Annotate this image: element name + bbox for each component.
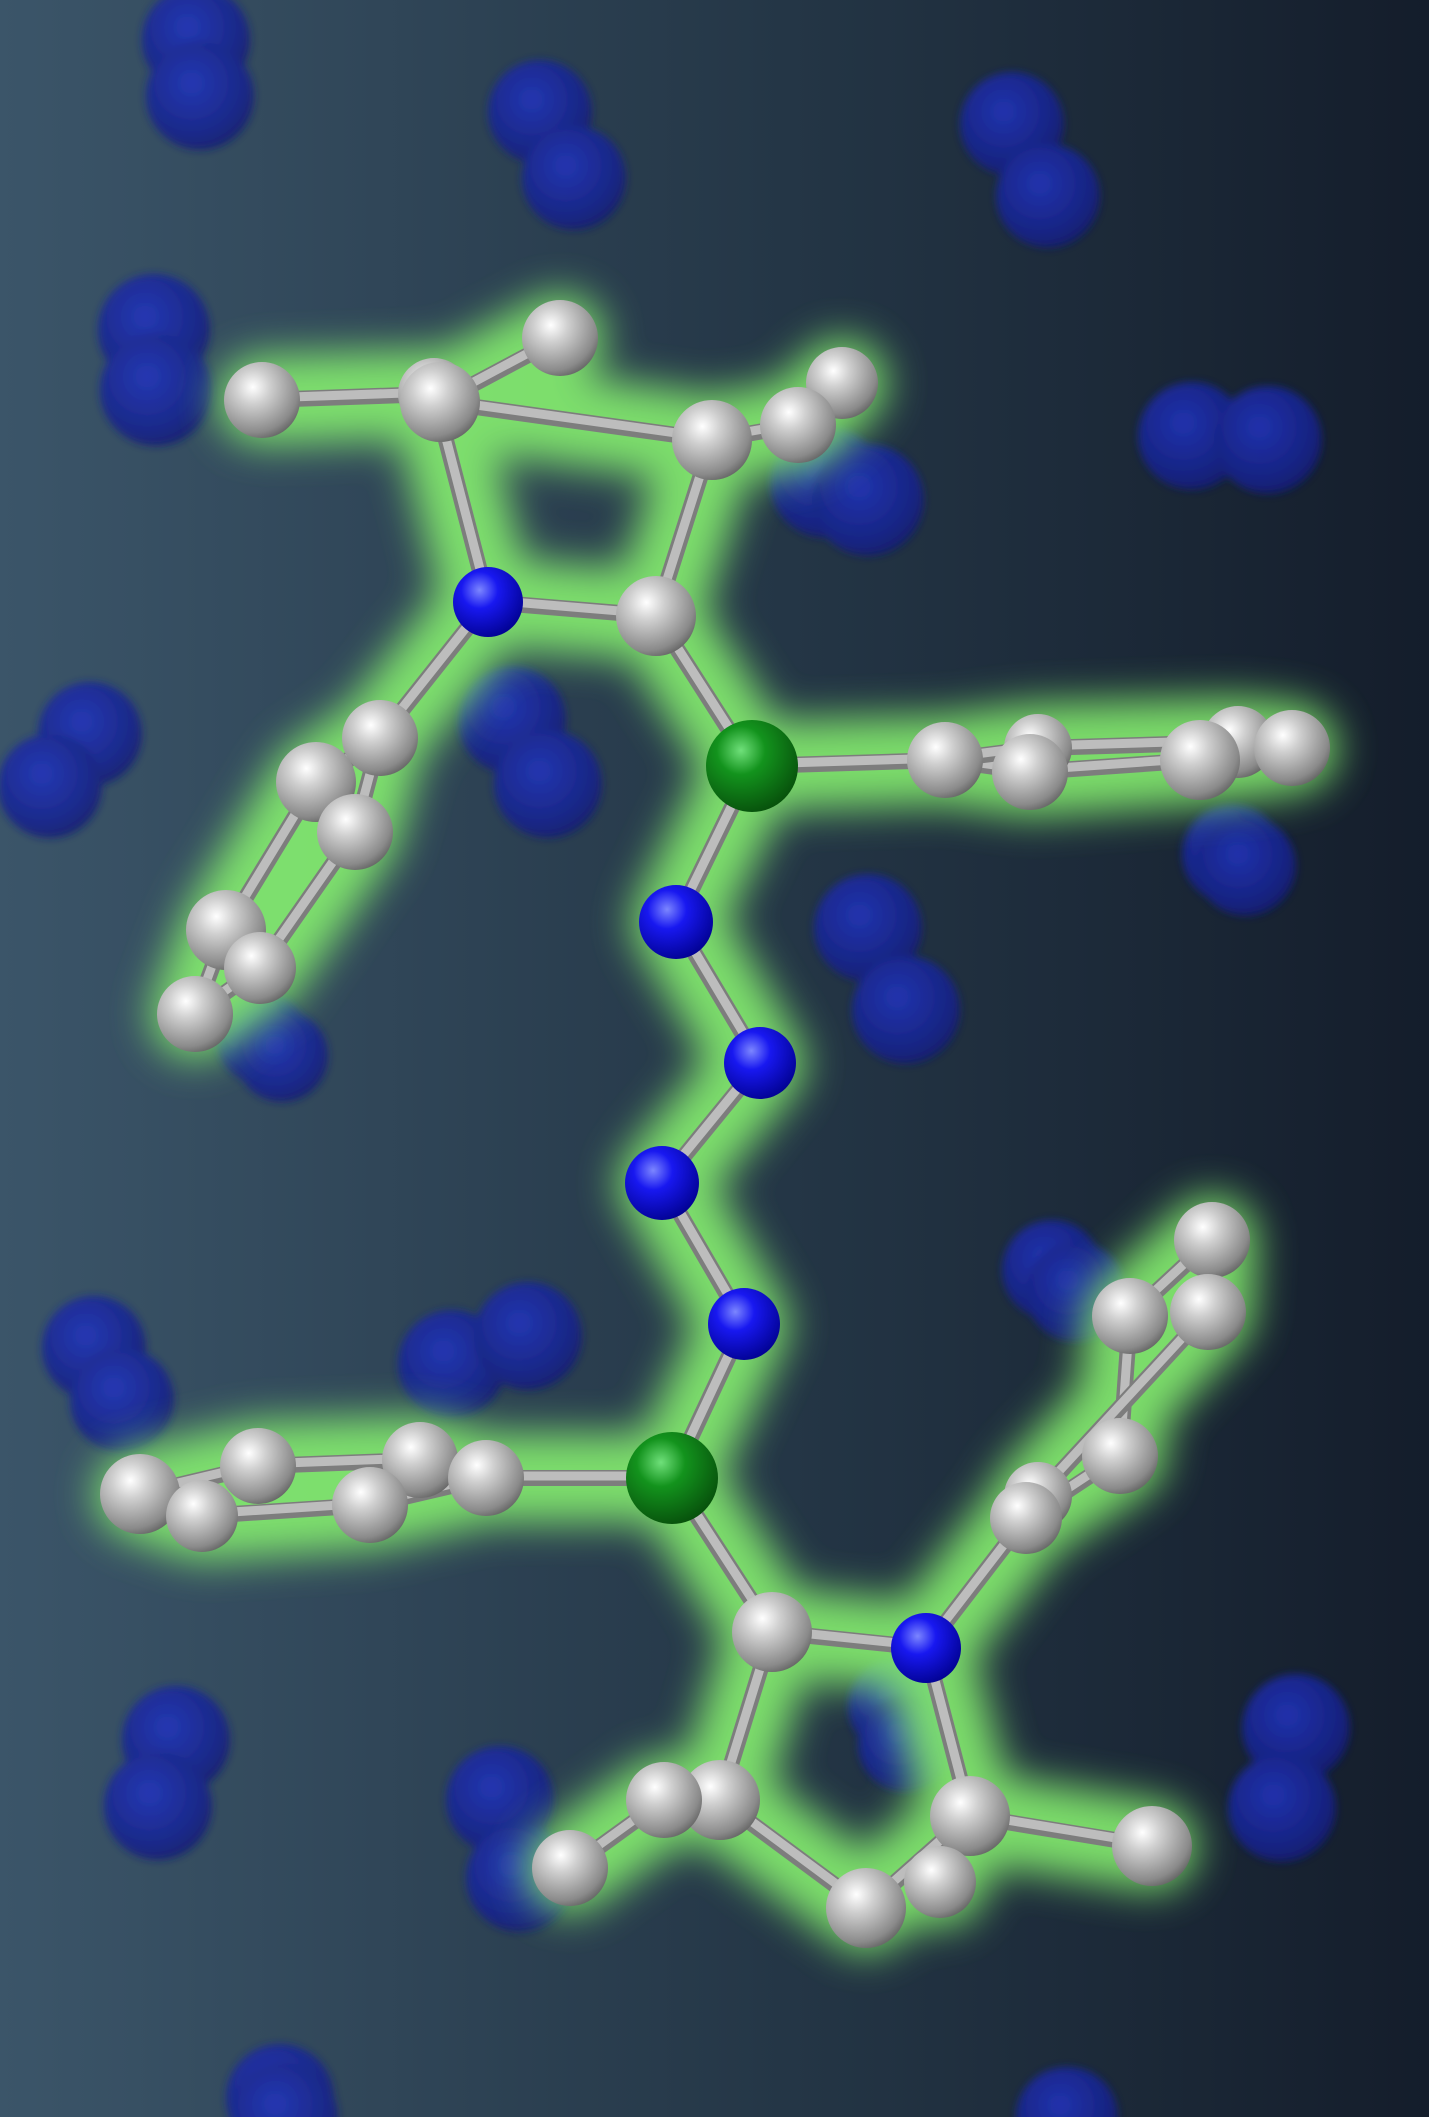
carbon-atom <box>522 300 598 376</box>
carbon-atom <box>907 722 983 798</box>
n2-cloud-atom <box>1138 382 1246 490</box>
n2-cloud <box>398 1282 582 1418</box>
n2-cloud <box>960 72 1100 248</box>
n2-cloud <box>458 666 602 838</box>
phosphorus-atom <box>706 720 798 812</box>
n2-cloud-atom <box>474 1282 582 1390</box>
carbon-atom <box>616 576 696 656</box>
n2-cloud-atom <box>104 1752 212 1860</box>
n2-cloud-atom <box>70 1348 174 1452</box>
carbon-atom <box>672 400 752 480</box>
carbon-atom <box>220 1428 296 1504</box>
n2-cloud <box>98 274 212 446</box>
carbon-atom <box>626 1762 702 1838</box>
n2-cloud-atom <box>814 874 922 982</box>
n2-cloud-atom <box>1214 386 1322 494</box>
carbon-atom <box>680 1760 760 1840</box>
carbon-atom <box>448 1440 524 1516</box>
carbon-atom <box>904 1846 976 1918</box>
nitrogen-atom <box>891 1613 961 1683</box>
n2-cloud-atom <box>1018 2067 1118 2117</box>
n2-cloud <box>1016 2067 1118 2117</box>
carbon-atom <box>732 1592 812 1672</box>
carbon-atom <box>1170 1274 1246 1350</box>
n2-cloud-atom <box>852 956 960 1064</box>
n2-cloud <box>42 1296 174 1452</box>
atoms <box>100 300 1330 1948</box>
carbon-atom <box>930 1776 1010 1856</box>
carbon-atom <box>342 700 418 776</box>
nitrogen-atom <box>639 885 713 959</box>
carbon-atom <box>166 1480 238 1552</box>
n2-cloud-atom <box>0 734 102 838</box>
n2-cloud <box>814 874 960 1064</box>
carbon-atom <box>400 362 480 442</box>
n2-cloud-atom <box>230 2063 338 2117</box>
n2-cloud <box>488 60 626 230</box>
nitrogen-atom <box>625 1146 699 1220</box>
nitrogen-atom <box>708 1288 780 1360</box>
n2-cloud <box>104 1686 230 1860</box>
n2-cloud <box>226 2044 338 2117</box>
n2-cloud-atom <box>996 144 1100 248</box>
n2-cloud <box>1182 804 1296 916</box>
carbon-atom <box>382 1422 458 1498</box>
carbon-atom <box>100 1454 180 1534</box>
n2-cloud-atom <box>146 42 254 150</box>
phosphorus-atom <box>626 1432 718 1524</box>
bond <box>1033 1305 1213 1499</box>
carbon-atom <box>990 1482 1062 1554</box>
carbon-atom <box>1112 1806 1192 1886</box>
n2-cloud <box>1228 1674 1350 1862</box>
n2-cloud-atom <box>236 1010 328 1102</box>
carbon-atom <box>157 976 233 1052</box>
carbon-atom <box>1174 1202 1250 1278</box>
carbon-atom <box>224 362 300 438</box>
carbon-atom <box>1160 720 1240 800</box>
carbon-atom <box>1082 1418 1158 1494</box>
n2-cloud-atom <box>1228 1754 1336 1862</box>
n2-cloud-atom <box>1196 816 1296 916</box>
n2-cloud-atom <box>522 126 626 230</box>
n2-cloud-atom <box>494 730 602 838</box>
carbon-atom <box>1254 710 1330 786</box>
n2-cloud-atom <box>100 334 212 446</box>
carbon-atom <box>826 1868 906 1948</box>
bond <box>435 395 717 443</box>
nitrogen-atom <box>724 1027 796 1099</box>
carbon-atom <box>760 387 836 463</box>
n2-cloud <box>1138 382 1322 494</box>
carbon-atom <box>224 932 296 1004</box>
nitrogen-atom <box>453 567 523 637</box>
carbon-atom <box>1092 1278 1168 1354</box>
carbon-atom <box>332 1467 408 1543</box>
carbon-atom <box>317 794 393 870</box>
carbon-atom <box>532 1830 608 1906</box>
carbon-atom <box>992 734 1068 810</box>
n2-cloud-atom <box>1242 1674 1350 1782</box>
n2-cloud-atom <box>812 444 924 556</box>
n2-cloud <box>142 0 254 150</box>
n2-cloud <box>0 682 142 838</box>
